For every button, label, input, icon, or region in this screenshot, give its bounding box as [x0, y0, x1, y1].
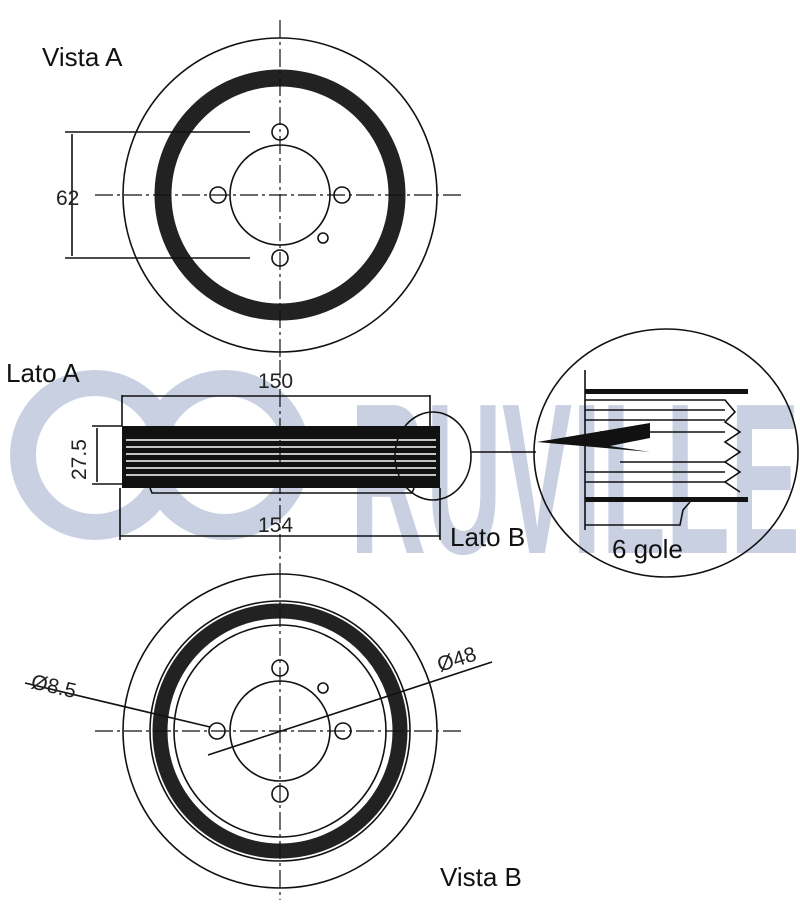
vista-a-view [65, 20, 465, 360]
vista-b-view [24, 573, 493, 900]
width-bottom-dimension: 154 [258, 514, 293, 537]
hub-diameter-dimension: Ø48 [434, 643, 479, 677]
lato-a-label: Lato A [6, 358, 80, 388]
side-view [92, 360, 536, 580]
bolt-spacing-dimension: 62 [56, 187, 79, 210]
width-top-dimension: 150 [258, 370, 293, 393]
lato-b-label: Lato B [450, 522, 525, 552]
hole-diameter-dimension: Ø8.5 [29, 670, 79, 703]
groove-detail [533, 328, 799, 578]
height-dimension: 27.5 [68, 439, 91, 480]
vista-a-label: Vista A [42, 42, 123, 72]
grooves-label: 6 gole [612, 534, 683, 564]
vista-b-label: Vista B [440, 862, 522, 892]
